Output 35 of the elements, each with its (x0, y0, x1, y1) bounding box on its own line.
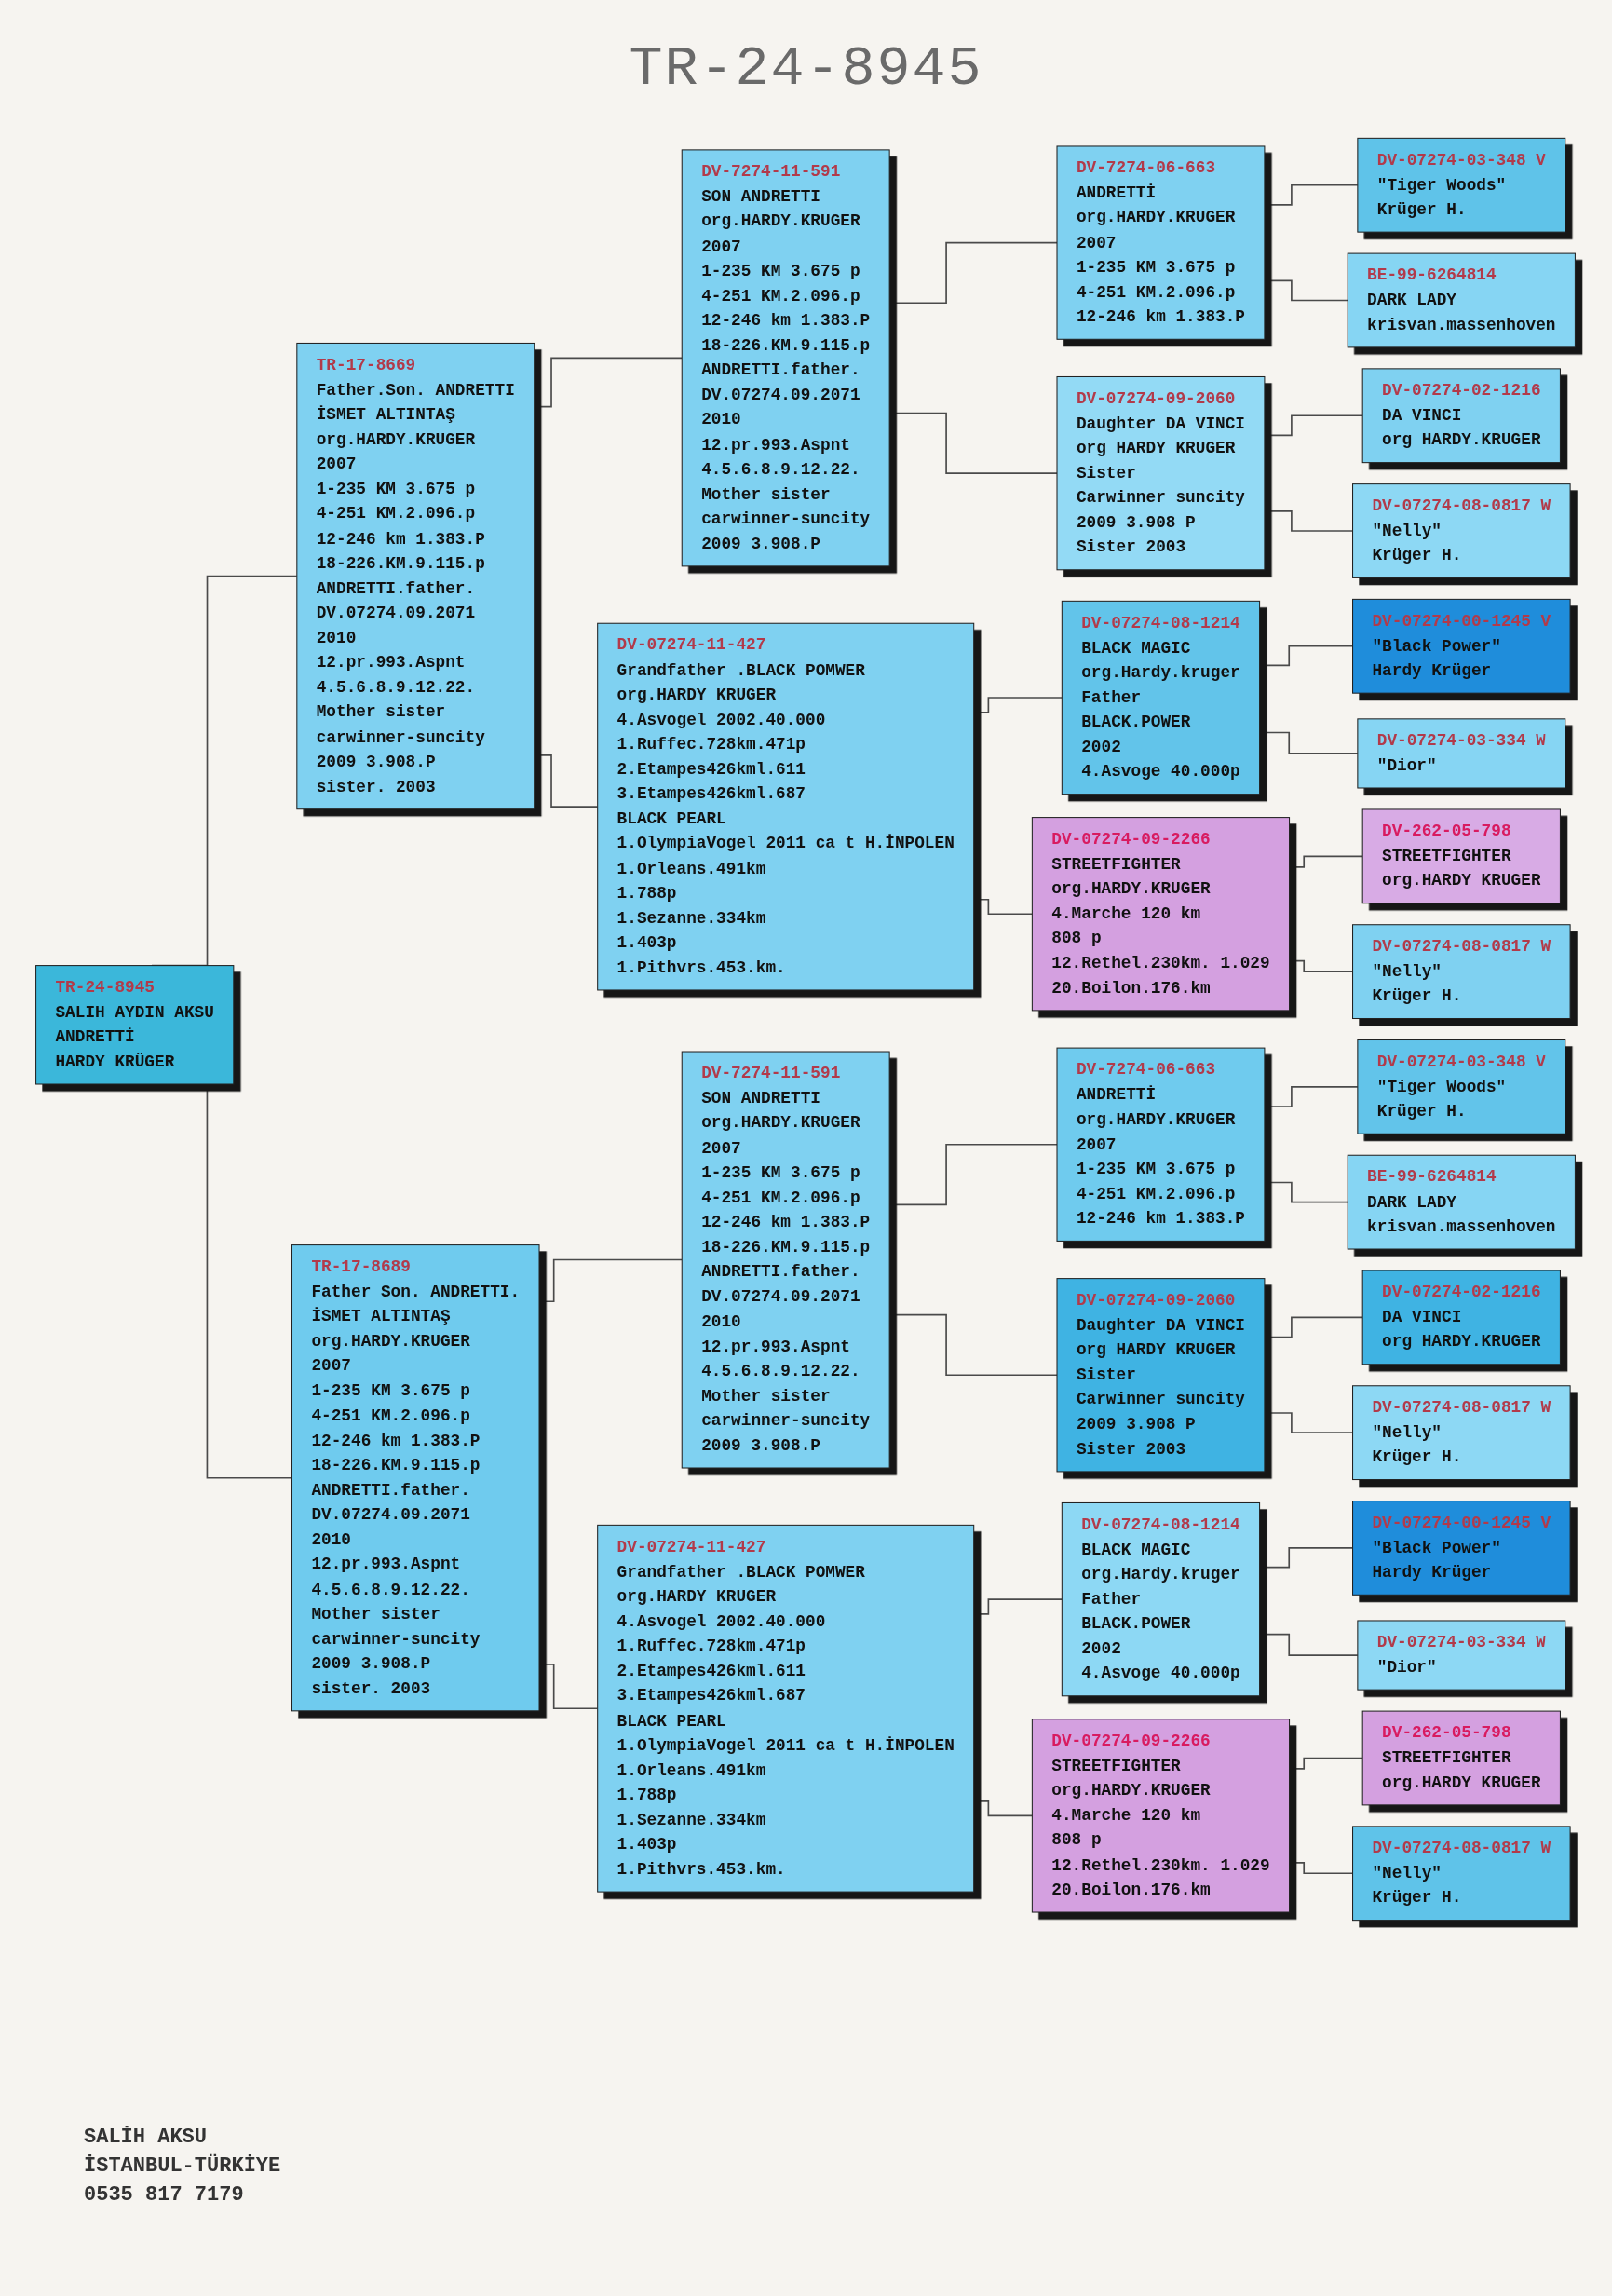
node-box: TR-17-8689 Father Son. ANDRETTI. İSMET ALTINTAŞ org.HARDY.KRUGER 2007 1-235 KM 3.675 p 4-251 KM.2.096.p 12-246 km 1.383.P 18-226.KM.9.115.p ANDRETTI.father. DV.07274.09.2071 2010 12.pr.993.Aspnt 4.5.6.8.9.12.22. Mother sister carwinner-suncity 2009 3.908.P sister. 2003 (291, 1244, 540, 1712)
node-box: DV-07274-09-2266 STREETFIGHTER org.HARDY.KRUGER 4.Marche 120 km 808 p 12.Rethel.230km. 1.029 20.Boilon.176.km (1031, 817, 1291, 1012)
node-box: DV-07274-08-0817 W "Nelly" Krüger H. (1352, 1826, 1571, 1922)
node-box: DV-07274-08-1214 BLACK MAGIC org.Hardy.kruger Father BLACK.POWER 2002 4.Asvoge 40.000p (1061, 600, 1261, 795)
node-box: TR-17-8669 Father.Son. ANDRETTI İSMET ALTINTAŞ org.HARDY.KRUGER 2007 1-235 KM 3.675 p 4-251 KM.2.096.p 12-246 km 1.383.P 18-226.KM.9.115.p ANDRETTI.father. DV.07274.09.2071 2010 12.pr.993.Aspnt 4.5.6.8.9.12.22. Mother sister carwinner-suncity 2009 3.908.P sister. 2003 (296, 342, 535, 810)
contact-text: İSTANBUL-TÜRKİYE (84, 2153, 281, 2180)
node-box: BE-99-6264814 DARK LADY krisvan.massenhoven (1347, 252, 1576, 348)
node-box: DV-07274-03-348 V "Tiger Woods" Krüger H. (1357, 137, 1566, 233)
node-box: DV-7274-06-663 ANDRETTİ org.HARDY.KRUGER 2007 1-235 KM 3.675 p 4-251 KM.2.096.p 12-246 km 1.383.P (1056, 1047, 1266, 1242)
node-box: DV-07274-03-334 W "Dior" (1357, 718, 1566, 789)
node-box: DV-262-05-798 STREETFIGHTER org.HARDY KRUGER (1361, 808, 1561, 904)
node-box: DV-07274-08-0817 W "Nelly" Krüger H. (1352, 483, 1571, 578)
node-box: BE-99-6264814 DARK LADY krisvan.massenhoven (1347, 1154, 1576, 1250)
node-box: DV-7274-11-591 SON ANDRETTI org.HARDY.KRUGER 2007 1-235 KM 3.675 p 4-251 KM.2.096.p 12-246 km 1.383.P 18-226.KM.9.115.p ANDRETTI.father. DV.07274.09.2071 2010 12.pr.993.Aspnt 4.5.6.8.9.12.22. Mother sister carwinner-suncity 2009 3.908.P (681, 1051, 890, 1469)
node-box: DV-07274-00-1245 V "Black Power" Hardy Krüger (1352, 598, 1571, 694)
node-box: DV-07274-03-348 V "Tiger Woods" Krüger H. (1357, 1039, 1566, 1134)
contact-text: SALİH AKSU (84, 2125, 208, 2151)
contact-text: 0535 817 7179 (84, 2181, 244, 2208)
node-box: DV-07274-09-2060 Daughter DA VINCI org HARDY KRUGER Sister Carwinner suncity 2009 3.908 P Sister 2003 (1056, 1278, 1266, 1473)
node-box: DV-07274-11-427 Grandfather .BLACK POMWER org.HARDY KRUGER 4.Asvogel 2002.40.000 1.Ruffec.728km.471p 2.Etampes426kml.611 3.Etampes426kml.687 BLACK PEARL 1.OlympiaVogel 2011 ca t H.İNPOLEN 1.Orleans.491km 1.788p 1.Sezanne.334km 1.403p 1.Pithvrs.453.km. (597, 622, 975, 991)
node-box: DV-7274-06-663 ANDRETTİ org.HARDY.KRUGER 2007 1-235 KM 3.675 p 4-251 KM.2.096.p 12-246 km 1.383.P (1056, 145, 1266, 340)
node-box: DV-07274-09-2060 Daughter DA VINCI org HARDY KRUGER Sister Carwinner suncity 2009 3.908 P Sister 2003 (1056, 375, 1266, 571)
node-box: DV-07274-08-1214 BLACK MAGIC org.Hardy.kruger Father BLACK.POWER 2002 4.Asvoge 40.000p (1061, 1501, 1261, 1697)
node-box: TR-24-8945 SALIH AYDIN AKSU ANDRETTİ HARDY KRÜGER (35, 965, 235, 1085)
node-box: DV-07274-00-1245 V "Black Power" Hardy Krüger (1352, 1501, 1571, 1596)
node-box: DV-07274-09-2266 STREETFIGHTER org.HARDY.KRUGER 4.Marche 120 km 808 p 12.Rethel.230km. 1.029 20.Boilon.176.km (1031, 1719, 1291, 1913)
node-box: DV-07274-02-1216 DA VINCI org HARDY.KRUGER (1361, 368, 1561, 464)
node-box: DV-262-05-798 STREETFIGHTER org.HARDY KRUGER (1361, 1710, 1561, 1806)
title: TR-24-8945 (629, 37, 983, 101)
node-box: DV-07274-08-0817 W "Nelly" Krüger H. (1352, 924, 1571, 1020)
node-box: DV-7274-11-591 SON ANDRETTI org.HARDY.KRUGER 2007 1-235 KM 3.675 p 4-251 KM.2.096.p 12-246 km 1.383.P 18-226.KM.9.115.p ANDRETTI.father. DV.07274.09.2071 2010 12.pr.993.Aspnt 4.5.6.8.9.12.22. Mother sister carwinner-suncity 2009 3.908.P (681, 149, 890, 567)
node-box: DV-07274-11-427 Grandfather .BLACK POMWER org.HARDY KRUGER 4.Asvogel 2002.40.000 1.Ruffec.728km.471p 2.Etampes426kml.611 3.Etampes426kml.687 BLACK PEARL 1.OlympiaVogel 2011 ca t H.İNPOLEN 1.Orleans.491km 1.788p 1.Sezanne.334km 1.403p 1.Pithvrs.453.km. (597, 1524, 975, 1893)
node-box: DV-07274-02-1216 DA VINCI org HARDY.KRUGER (1361, 1270, 1561, 1365)
node-box: DV-07274-08-0817 W "Nelly" Krüger H. (1352, 1385, 1571, 1481)
node-box: DV-07274-03-334 W "Dior" (1357, 1620, 1566, 1691)
